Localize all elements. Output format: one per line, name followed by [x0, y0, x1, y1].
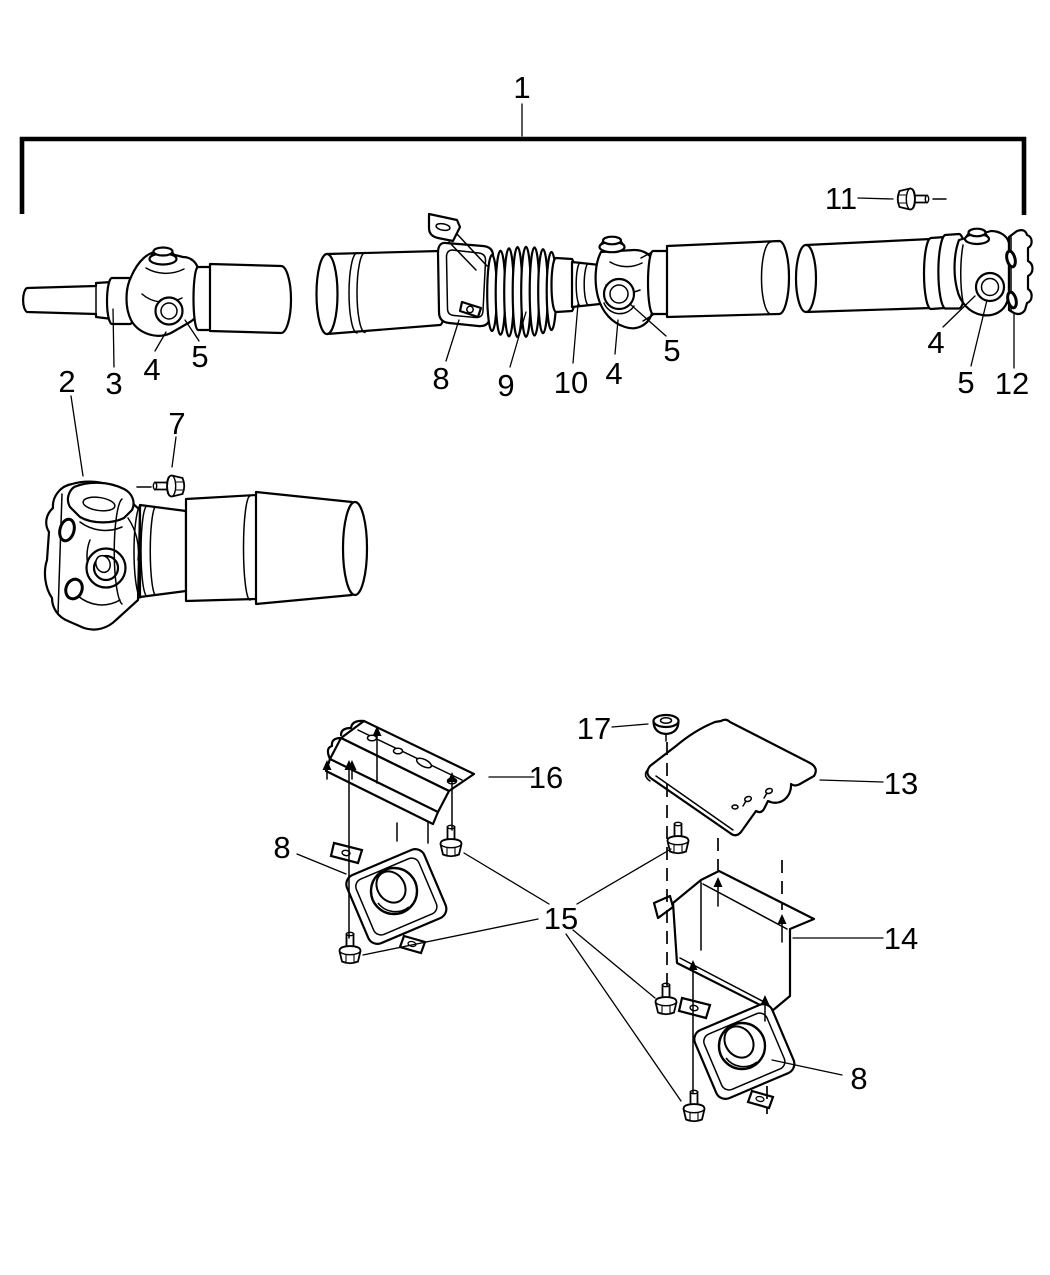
callout-5-center: 5 [663, 333, 680, 368]
callout-5-front: 5 [191, 339, 208, 374]
push-nut-17 [652, 713, 680, 742]
cv-boot-bellows [486, 245, 558, 339]
main-driveshaft [21, 212, 1034, 339]
assembly-guide-lines-right [666, 742, 787, 1114]
front-tube [192, 249, 448, 336]
callout-8-shaft: 8 [432, 361, 449, 396]
callout-11: 11 [825, 181, 857, 216]
callout-labels: 1 11 2 3 4 5 8 9 10 4 5 4 5 12 7 16 17 1… [58, 70, 1029, 1096]
callout-17: 17 [577, 711, 611, 746]
callout-15: 15 [544, 901, 578, 936]
bracket-13 [644, 718, 817, 837]
callout-4-rear: 4 [927, 325, 944, 360]
callout-13: 13 [884, 766, 918, 801]
bolt-11 [896, 187, 947, 211]
bolt-7 [136, 474, 186, 498]
callout-8-right-bearing: 8 [850, 1061, 867, 1096]
rear-tube [646, 232, 968, 319]
front-u-joint [105, 246, 200, 337]
bracket-13-screws [742, 787, 774, 807]
callout-9: 9 [497, 368, 514, 403]
callout-12: 12 [995, 366, 1029, 401]
callout-10: 10 [554, 365, 588, 400]
slip-yoke-stub [21, 280, 114, 321]
rear-flange-yoke [953, 227, 1034, 317]
bracket-14 [652, 869, 816, 1013]
center-u-joint [594, 235, 657, 330]
callout-7: 7 [168, 406, 185, 441]
callout-2: 2 [58, 364, 75, 399]
callout-4-front: 4 [143, 352, 160, 387]
callout-14: 14 [884, 921, 918, 956]
front-propshaft [43, 474, 369, 631]
callout-8-left-bearing: 8 [273, 830, 290, 865]
callout-4-center: 4 [605, 356, 622, 391]
callout-5-rear: 5 [957, 365, 974, 400]
assembly-bracket-1 [19, 103, 1027, 215]
assembly-guide-lines-left [322, 726, 457, 939]
callout-1: 1 [513, 70, 530, 105]
callout-3: 3 [105, 366, 122, 401]
leader-lines [70, 197, 1015, 1102]
shaft-center-bearing-ring [427, 212, 495, 328]
callout-16: 16 [529, 760, 563, 795]
